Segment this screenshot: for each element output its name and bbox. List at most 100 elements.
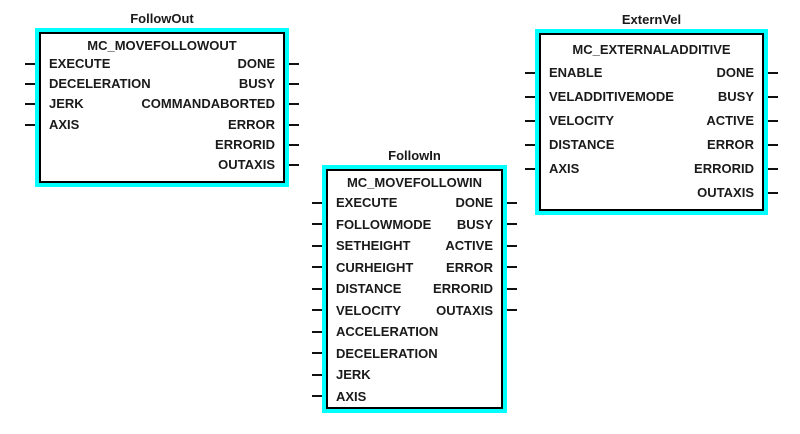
output-pin[interactable]: [289, 123, 299, 126]
fb-row: JERK: [312, 364, 501, 386]
input-pin[interactable]: [312, 244, 322, 247]
output-label: DONE: [455, 195, 493, 210]
function-block-followout[interactable]: FollowOut MC_MOVEFOLLOWOUT EXECUTE DONE …: [25, 11, 299, 187]
input-pin[interactable]: [312, 287, 322, 290]
output-pin[interactable]: [289, 63, 299, 66]
input-pin[interactable]: [525, 72, 535, 74]
output-label: ACTIVE: [706, 113, 754, 128]
input-pin[interactable]: [525, 120, 535, 122]
fb-row: AXIS ERRORID: [525, 157, 778, 181]
output-label: BUSY: [238, 76, 275, 92]
fb-row: EXECUTE DONE: [25, 54, 299, 74]
block-rows: EXECUTE DONE DECELERATION BUSY JERK COMM…: [25, 54, 299, 175]
output-pin[interactable]: [768, 96, 778, 98]
input-pin[interactable]: [25, 83, 35, 86]
block-body[interactable]: MC_MOVEFOLLOWOUT EXECUTE DONE DECELERATI…: [25, 32, 299, 183]
input-pin[interactable]: [25, 103, 35, 106]
input-pin[interactable]: [25, 123, 35, 126]
output-label: OUTAXIS: [436, 302, 493, 318]
input-pin[interactable]: [312, 201, 322, 204]
input-label: EXECUTE: [336, 195, 398, 210]
output-pin[interactable]: [768, 168, 778, 170]
function-block-externvel[interactable]: ExternVel MC_EXTERNALADDITIVE ENABLE DON…: [525, 12, 778, 215]
fb-row: ACCELERATION: [312, 321, 501, 343]
output-label: OUTAXIS: [697, 185, 754, 200]
input-label: VELOCITY: [549, 113, 615, 128]
function-block-followin[interactable]: FollowIn MC_MOVEFOLLOWIN EXECUTE DONE FO…: [312, 148, 517, 413]
input-label: DECELERATION: [49, 76, 151, 92]
input-label: AXIS: [336, 388, 367, 404]
input-pin[interactable]: [312, 352, 322, 355]
output-label: ERRORID: [215, 136, 275, 152]
output-label: OUTAXIS: [218, 156, 275, 172]
output-label: BUSY: [456, 216, 493, 232]
output-pin[interactable]: [507, 287, 517, 290]
input-pin[interactable]: [312, 309, 322, 312]
block-type-name: MC_MOVEFOLLOWIN: [346, 175, 483, 190]
block-body[interactable]: MC_EXTERNALADDITIVE ENABLE DONE VELADDIT…: [525, 33, 778, 211]
block-body[interactable]: MC_MOVEFOLLOWIN EXECUTE DONE FOLLOWMODE …: [312, 169, 517, 409]
input-label: EXECUTE: [49, 56, 111, 71]
input-label: VELADDITIVEMODE: [549, 89, 674, 104]
output-pin[interactable]: [507, 223, 517, 226]
fb-row: JERK COMMANDABORTED: [25, 94, 299, 114]
input-pin[interactable]: [25, 63, 35, 66]
input-pin[interactable]: [312, 373, 322, 376]
input-pin[interactable]: [312, 395, 322, 398]
input-pin[interactable]: [525, 168, 535, 170]
input-label: CURHEIGHT: [336, 259, 414, 275]
input-label: ENABLE: [549, 65, 603, 80]
output-label: BUSY: [717, 89, 754, 104]
output-label: ERRORID: [433, 281, 493, 296]
input-label: FOLLOWMODE: [336, 216, 432, 232]
output-label: DONE: [716, 65, 754, 80]
output-pin[interactable]: [768, 72, 778, 74]
output-pin[interactable]: [289, 103, 299, 106]
fb-row: ERRORID: [41, 135, 299, 155]
fb-row: VELADDITIVEMODE BUSY: [525, 85, 778, 109]
input-pin[interactable]: [312, 223, 322, 226]
output-pin[interactable]: [768, 144, 778, 146]
output-label: ERROR: [707, 137, 754, 152]
output-label: ERRORID: [694, 161, 754, 176]
input-pin[interactable]: [312, 266, 322, 269]
input-label: ACCELERATION: [336, 324, 439, 339]
fb-row: SETHEIGHT ACTIVE: [312, 235, 517, 257]
output-pin[interactable]: [289, 83, 299, 86]
input-pin[interactable]: [525, 96, 535, 98]
input-label: DECELERATION: [336, 345, 438, 361]
input-pin[interactable]: [312, 330, 322, 333]
fb-row: ENABLE DONE: [525, 61, 778, 85]
block-instance-name[interactable]: FollowIn: [388, 148, 441, 163]
input-pin[interactable]: [525, 144, 535, 146]
input-label: SETHEIGHT: [336, 238, 411, 253]
block-rows: ENABLE DONE VELADDITIVEMODE BUSY VELOCIT…: [525, 61, 778, 205]
block-type-name: MC_MOVEFOLLOWOUT: [87, 38, 237, 53]
output-pin[interactable]: [507, 201, 517, 204]
output-label: ERROR: [446, 259, 493, 275]
fb-row: FOLLOWMODE BUSY: [312, 214, 517, 236]
block-instance-name[interactable]: FollowOut: [130, 11, 194, 26]
fb-row: DISTANCE ERRORID: [312, 278, 517, 300]
output-pin[interactable]: [289, 164, 299, 167]
fb-row: VELOCITY ACTIVE: [525, 109, 778, 133]
fb-row: DECELERATION: [312, 343, 501, 365]
fb-row: DECELERATION BUSY: [25, 74, 299, 94]
block-instance-name[interactable]: ExternVel: [621, 12, 682, 27]
input-label: AXIS: [549, 161, 580, 176]
input-label: AXIS: [49, 116, 80, 132]
output-pin[interactable]: [768, 120, 778, 122]
output-pin[interactable]: [507, 266, 517, 269]
output-pin[interactable]: [507, 244, 517, 247]
output-label: ACTIVE: [445, 238, 493, 253]
input-label: VELOCITY: [336, 302, 402, 318]
output-pin[interactable]: [768, 192, 778, 194]
input-label: DISTANCE: [336, 281, 402, 296]
fb-row: EXECUTE DONE: [312, 192, 517, 214]
fb-row: AXIS: [312, 386, 501, 408]
output-pin[interactable]: [507, 309, 517, 312]
fb-row: CURHEIGHT ERROR: [312, 257, 517, 279]
input-label: JERK: [49, 96, 84, 112]
output-pin[interactable]: [289, 143, 299, 146]
input-label: DISTANCE: [549, 137, 615, 152]
